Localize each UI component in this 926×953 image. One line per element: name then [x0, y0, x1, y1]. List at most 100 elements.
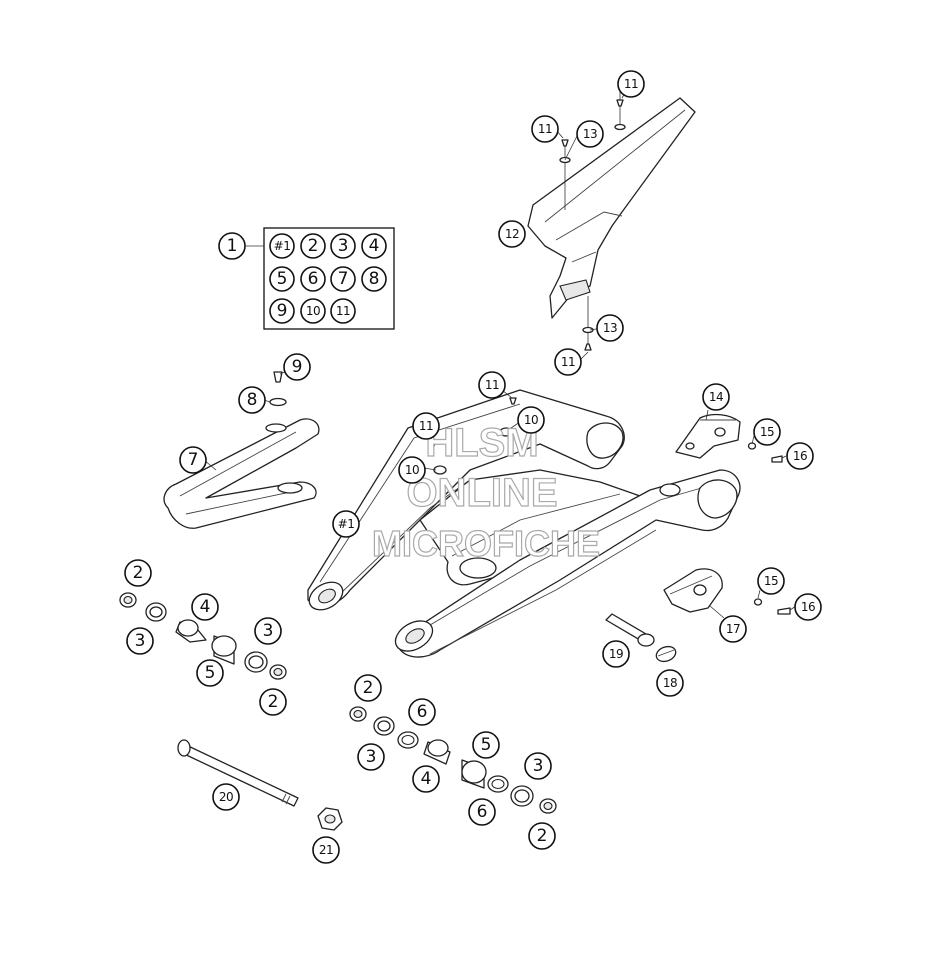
callout-3-left-inner: 3	[254, 617, 282, 645]
callout-11-top-right: 11	[617, 70, 645, 98]
svg-text:6: 6	[417, 702, 428, 722]
svg-text:5: 5	[481, 735, 492, 755]
callout-12: 12	[498, 220, 526, 248]
svg-text:15: 15	[764, 574, 778, 588]
callout-3-right-inner: 3	[524, 752, 552, 780]
chain-guide-screws	[559, 92, 626, 351]
kit-item-2: 2	[300, 233, 326, 259]
chain-guide-part	[527, 97, 696, 319]
chain-guard-upper	[675, 413, 783, 463]
svg-text:13: 13	[603, 321, 617, 335]
kit-item-8: 8	[361, 266, 387, 292]
svg-text:2: 2	[308, 236, 319, 256]
callout-13-top: 13	[576, 120, 604, 148]
callout-13-bottom: 13	[596, 314, 624, 342]
callout-16-upper: 16	[786, 442, 814, 470]
chain-slider-part	[163, 418, 320, 529]
callout-2-right-outer: 2	[354, 674, 382, 702]
plug-18-part	[655, 645, 677, 663]
svg-text:9: 9	[277, 301, 288, 321]
callout-17: 17	[719, 615, 747, 643]
callout-4-left: 4	[191, 593, 219, 621]
callout-16-lower: 16	[794, 593, 822, 621]
svg-text:9: 9	[292, 357, 303, 377]
svg-text:20: 20	[219, 790, 233, 804]
svg-text:2: 2	[268, 692, 279, 712]
svg-text:5: 5	[205, 663, 216, 683]
callout-20: 20	[212, 783, 240, 811]
bearing-set-left	[119, 592, 287, 680]
callout-9: 9	[283, 353, 311, 381]
svg-text:4: 4	[369, 236, 380, 256]
slider-screw-washer	[269, 371, 287, 407]
callout-2-left-outer: 2	[124, 559, 152, 587]
svg-text:15: 15	[760, 425, 774, 439]
svg-text:11: 11	[485, 378, 499, 392]
svg-text:11: 11	[419, 419, 433, 433]
callout-10-arm-top: 10	[517, 406, 545, 434]
svg-text:11: 11	[538, 122, 552, 136]
callout-11-arm-left: 11	[412, 412, 440, 440]
kit-item-#1: #1	[269, 233, 295, 259]
bolt-19-part	[605, 613, 655, 647]
callout-14: 14	[702, 383, 730, 411]
svg-text:#1: #1	[338, 517, 355, 531]
callout-11-under-guide: 11	[554, 348, 582, 376]
svg-text:16: 16	[801, 600, 815, 614]
callout-15-upper: 15	[753, 418, 781, 446]
svg-text:10: 10	[524, 413, 538, 427]
svg-text:7: 7	[188, 450, 199, 470]
svg-text:10: 10	[306, 304, 320, 318]
kit-item-10: 10	[300, 298, 326, 324]
svg-text:6: 6	[477, 802, 488, 822]
svg-text:3: 3	[338, 236, 349, 256]
callout-3-right-outer: 3	[357, 743, 385, 771]
svg-text:13: 13	[583, 127, 597, 141]
callout-6-right-inner: 6	[468, 798, 496, 826]
svg-text:18: 18	[663, 676, 677, 690]
callout-8: 8	[238, 386, 266, 414]
callout-7: 7	[179, 446, 207, 474]
callout-4-right: 4	[412, 765, 440, 793]
svg-text:6: 6	[308, 269, 319, 289]
watermark-line3: MICROFICHE	[372, 523, 600, 564]
chain-guard-lower	[663, 568, 791, 615]
svg-text:21: 21	[319, 843, 333, 857]
svg-text:8: 8	[369, 269, 380, 289]
svg-text:14: 14	[709, 390, 723, 404]
svg-text:12: 12	[505, 227, 519, 241]
callout-6-right-outer: 6	[408, 698, 436, 726]
svg-text:11: 11	[336, 304, 350, 318]
svg-text:16: 16	[793, 449, 807, 463]
kit-item-4: 4	[361, 233, 387, 259]
svg-text:8: 8	[247, 390, 258, 410]
callout-3-left-outer: 3	[126, 627, 154, 655]
watermark-line2: ONLINE	[406, 471, 557, 515]
callout-19: 19	[602, 640, 630, 668]
svg-text:5: 5	[277, 269, 288, 289]
kit-item-5: 5	[269, 266, 295, 292]
svg-text:17: 17	[726, 622, 740, 636]
callout-15-lower: 15	[757, 567, 785, 595]
svg-text:1: 1	[227, 236, 238, 256]
callout-10-arm-left: 10	[398, 456, 426, 484]
svg-text:#1: #1	[274, 239, 291, 253]
callout-2-right-inner: 2	[528, 822, 556, 850]
svg-text:11: 11	[624, 77, 638, 91]
kit-item-9: 9	[269, 298, 295, 324]
callout-5-left: 5	[196, 659, 224, 687]
svg-text:3: 3	[263, 621, 274, 641]
kit-item-7: 7	[330, 266, 356, 292]
callout-21: 21	[312, 836, 340, 864]
bearing-set-right	[349, 706, 557, 814]
callout-11-top-left: 11	[531, 115, 559, 143]
callout-11-arm-top: 11	[478, 371, 506, 399]
svg-text:10: 10	[405, 463, 419, 477]
svg-text:2: 2	[363, 678, 374, 698]
callout-2-left-inner: 2	[259, 688, 287, 716]
svg-text:2: 2	[537, 826, 548, 846]
svg-text:7: 7	[338, 269, 349, 289]
callout-18: 18	[656, 669, 684, 697]
